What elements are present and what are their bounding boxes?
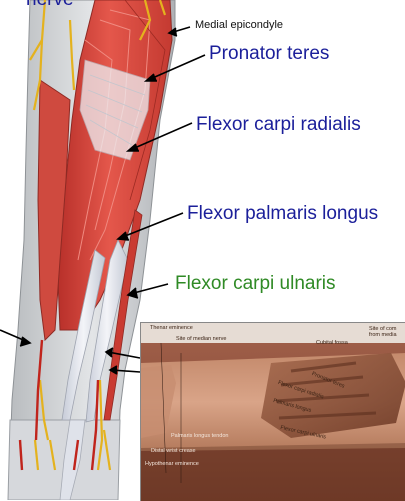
photo-label-distal-wrist-crease: Distal wrist crease <box>151 448 196 454</box>
photo-label-site-of-median-nerve: Site of median nerve <box>176 336 227 342</box>
pronator-teres-label: Pronator teres <box>209 43 330 64</box>
nerves <box>29 0 167 471</box>
flexor-palmaris-longus-label: Flexor palmaris longus <box>187 203 379 224</box>
arteries <box>18 339 100 471</box>
flexor-carpi-radialis-label: Flexor carpi radialis <box>196 114 361 135</box>
forearm-photo-inset: Thenar eminence Site of median nerve Cub… <box>140 322 405 501</box>
photo-label-site-of-common-flexor: Site of com from media <box>369 326 397 338</box>
photo-label-cubital-fossa: Cubital fossa <box>316 340 348 346</box>
pronator-aponeurosis <box>79 59 151 161</box>
forearm-photo <box>141 323 405 501</box>
tendons <box>59 209 143 500</box>
flexor-carpi-ulnaris-label: Flexor carpi ulnaris <box>175 273 336 294</box>
medial-epicondyle-label: Medial epicondyle <box>195 19 284 31</box>
photo-label-hypothenar-eminence: Hypothenar eminence <box>145 461 199 467</box>
top-partial-label: nerve <box>26 0 74 11</box>
photo-label-thenar-eminence: Thenar eminence <box>150 325 193 331</box>
pointer-arrows <box>0 26 206 375</box>
photo-label-palmaris-longus-tendon: Palmaris longus tendon <box>171 433 229 439</box>
